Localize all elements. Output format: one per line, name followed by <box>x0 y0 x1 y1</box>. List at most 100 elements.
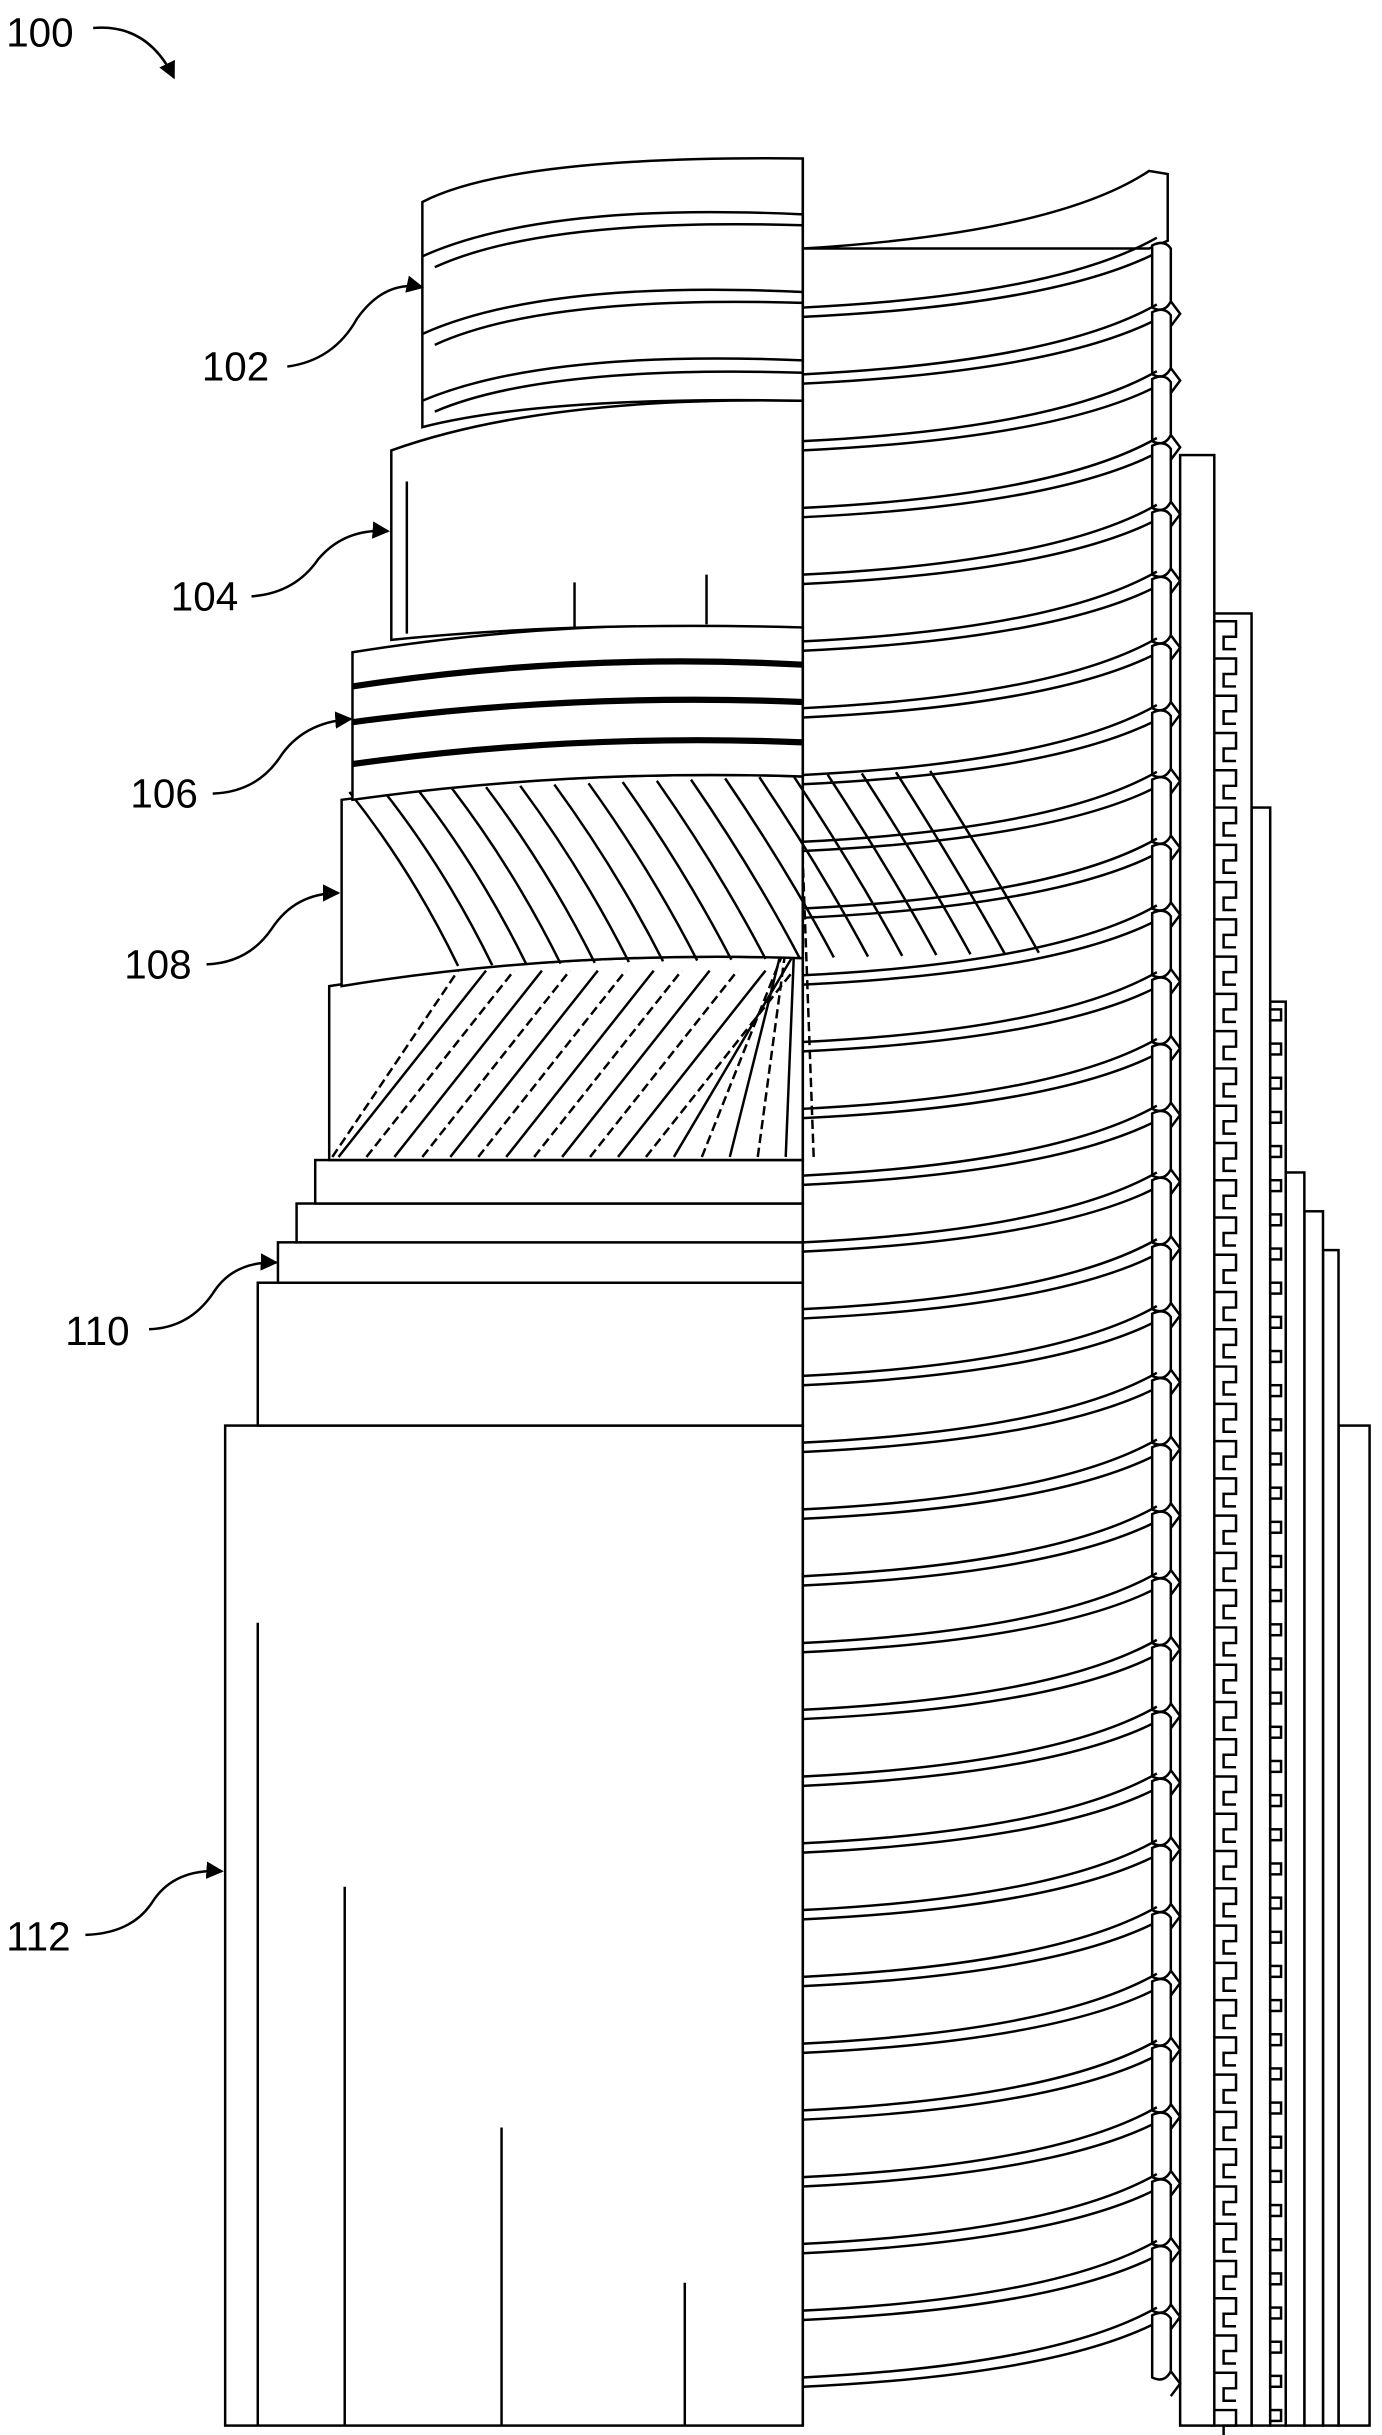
carcass-rib <box>802 1839 1182 1930</box>
armor-tooth <box>1268 1862 1283 1876</box>
armor-hook <box>1214 1029 1238 1061</box>
armor-wire <box>519 785 630 963</box>
carcass-rib <box>802 169 1169 250</box>
armor-hook <box>1214 1402 1238 1434</box>
reference-label-112: 112 <box>6 1861 224 1959</box>
armor-tooth <box>1268 1657 1283 1671</box>
carcass-rib <box>802 1972 1182 2063</box>
armor-hook <box>1214 2036 1238 2067</box>
armor-hook <box>1214 1849 1238 1881</box>
armor-hook <box>1214 1290 1238 1322</box>
armor-tooth <box>1268 1896 1283 1910</box>
armor-hook <box>1214 2408 1238 2435</box>
armor-tooth <box>1268 2067 1283 2081</box>
svg-text:112: 112 <box>6 1913 70 1959</box>
armor-wire <box>621 781 733 961</box>
svg-text:100: 100 <box>6 10 73 56</box>
reference-label-102: 102 <box>202 275 425 390</box>
armor-hook <box>1214 806 1238 837</box>
reference-label-100: 100 <box>6 10 176 80</box>
svg-text:102: 102 <box>202 344 269 390</box>
carcass-rib <box>802 1037 1182 1129</box>
armor-wire <box>587 782 699 962</box>
inner-carcass-102 <box>421 157 805 429</box>
armor-hook <box>1214 1924 1238 1955</box>
armor-tooth <box>1268 2169 1283 2184</box>
carcass-rib <box>802 1638 1182 1730</box>
armor-hook <box>1214 918 1238 949</box>
armor-hook <box>1214 1104 1238 1135</box>
armor-tooth <box>1268 1486 1283 1500</box>
armor-hook <box>1214 2185 1238 2216</box>
carcass-rib <box>802 370 1182 461</box>
carcass-rib <box>802 236 1182 327</box>
armor-wire <box>533 969 683 1158</box>
carcass-rib <box>802 2172 1182 2264</box>
armor-tooth <box>1268 1623 1283 1637</box>
armor-wire <box>689 778 801 959</box>
armor-wire <box>477 969 627 1158</box>
carcass-rib <box>802 1772 1182 1863</box>
armor-wire <box>421 969 571 1158</box>
armor-tooth <box>1268 1144 1283 1159</box>
armor-hook <box>1214 1998 1238 2030</box>
armor-wire <box>860 772 972 955</box>
armor-hook <box>1214 1588 1238 1620</box>
svg-text:104: 104 <box>171 573 238 619</box>
carcass-rib <box>802 2106 1182 2197</box>
armor-tooth <box>1268 2238 1283 2252</box>
armor-hook <box>1214 1626 1238 1657</box>
armor-wire <box>450 787 562 965</box>
svg-text:108: 108 <box>124 941 191 987</box>
armor-wire <box>449 969 599 1158</box>
armor-tooth <box>1268 1759 1283 1774</box>
carcass-rib <box>802 1505 1182 1596</box>
armor-hook <box>1214 1328 1238 1359</box>
armor-hook <box>1214 1887 1238 1918</box>
armor-hook <box>1214 992 1238 1024</box>
armor-hook <box>1214 2073 1238 2104</box>
armor-tooth <box>1268 1281 1283 1295</box>
carcass-rib <box>802 1905 1182 1997</box>
armor-hook <box>1214 2147 1238 2179</box>
armor-tooth <box>1268 1315 1283 1329</box>
armor-tooth <box>1268 1247 1283 1261</box>
armor-hook <box>1214 1961 1238 1993</box>
armor-tooth <box>1268 1008 1283 1022</box>
armor-hook <box>1214 1812 1238 1843</box>
armor-layers-108 <box>327 770 1040 1162</box>
armor-tooth <box>1268 1178 1283 1193</box>
armor-wire <box>724 777 835 958</box>
carcass-rib <box>802 1705 1182 1796</box>
armor-wire <box>792 775 904 957</box>
armor-tooth <box>1268 1588 1283 1603</box>
svg-text:110: 110 <box>65 1308 129 1354</box>
carcass-rib <box>802 1104 1182 1195</box>
armor-wire <box>331 969 460 1158</box>
carcass-rib <box>802 303 1182 394</box>
armor-tooth <box>1268 1964 1283 1979</box>
armor-tooth <box>1268 2306 1283 2320</box>
armor-hook <box>1214 1551 1238 1583</box>
reference-label-108: 108 <box>124 884 341 987</box>
armor-wire <box>617 969 767 1158</box>
carcass-rib <box>802 2039 1182 2130</box>
armor-tooth <box>1268 1213 1283 1227</box>
armor-wire <box>348 791 460 967</box>
armor-hook <box>1214 694 1238 725</box>
carcass-rib <box>802 503 1182 595</box>
armor-hook <box>1214 955 1238 986</box>
armor-hook <box>1214 1514 1238 1545</box>
armor-hook <box>1214 2297 1238 2328</box>
carcass-rib <box>802 703 1182 795</box>
armor-hook <box>1214 1439 1238 1471</box>
reference-label-110: 110 <box>65 1253 279 1354</box>
armor-tooth <box>1268 1383 1283 1398</box>
armor-tooth <box>1268 2272 1283 2286</box>
interlocked-armor-profile <box>1214 619 1283 2435</box>
armor-tooth <box>1268 1725 1283 1739</box>
armor-hook <box>1214 2334 1238 2365</box>
armor-hook <box>1214 657 1238 688</box>
armor-tooth <box>1268 1828 1283 1842</box>
